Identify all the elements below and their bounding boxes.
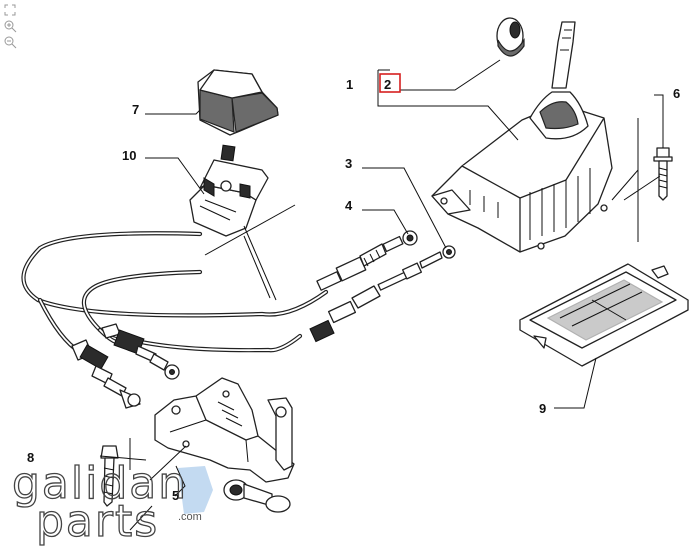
- zoom-out-icon[interactable]: [3, 35, 17, 49]
- part-9-tray[interactable]: [519, 263, 689, 367]
- fit-view-icon[interactable]: [3, 3, 17, 17]
- leader-lines: [99, 59, 664, 531]
- part-10-bracket[interactable]: [189, 144, 269, 237]
- watermark-line-2: parts: [36, 496, 159, 546]
- callout-2[interactable]: 2: [384, 77, 391, 92]
- watermark-logo: galidan parts .com: [11, 457, 202, 546]
- cable-end-fittings-left[interactable]: [71, 323, 180, 409]
- callout-4[interactable]: 4: [345, 198, 353, 213]
- callout-6[interactable]: 6: [673, 86, 680, 101]
- callout-8[interactable]: 8: [27, 450, 34, 465]
- watermark-line-1: galidan: [12, 458, 188, 509]
- viewer-tools: [3, 3, 19, 49]
- callout-10[interactable]: 10: [122, 148, 136, 163]
- callout-9[interactable]: 9: [539, 401, 546, 416]
- callout-2-highlight-box: [379, 73, 401, 93]
- callout-1[interactable]: 1: [346, 77, 353, 92]
- callout-7[interactable]: 7: [132, 102, 139, 117]
- watermark-accent-shape: [178, 466, 213, 514]
- callout-3[interactable]: 3: [345, 156, 352, 171]
- part-2-knob[interactable]: [496, 17, 525, 57]
- watermark-suffix: .com: [178, 511, 202, 523]
- part-3-4-cables[interactable]: [21, 230, 456, 355]
- callout-5[interactable]: 5: [172, 488, 179, 503]
- zoom-in-icon[interactable]: [3, 19, 17, 33]
- part-6-bolt[interactable]: [653, 147, 673, 201]
- part-7-cover[interactable]: [197, 69, 279, 136]
- part-5-lever-bracket[interactable]: [154, 377, 295, 513]
- callout-labels: 1 2 3 4 5 6 7 8 9 10: [27, 73, 680, 503]
- part-1-gearshift-assembly[interactable]: [431, 21, 613, 253]
